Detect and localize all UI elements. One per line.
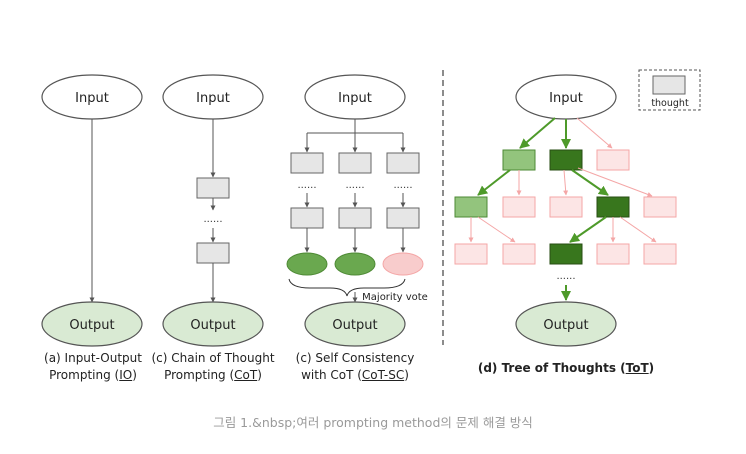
tot-l1-box-a — [502, 149, 536, 171]
cotsc-dots-l: ...... — [297, 180, 316, 191]
cot-output-text: Output — [190, 318, 235, 333]
cot-diagram: Input ...... Output — [162, 74, 264, 347]
io-label-line1: (a) Input-Output — [44, 351, 142, 365]
tot-edge-a-l2a — [477, 169, 511, 196]
cot-label-pre: Prompting ( — [164, 368, 235, 382]
cot-thought-box-2 — [196, 242, 230, 264]
cotsc-label-pre: with CoT ( — [301, 368, 362, 382]
io-output-node — [41, 301, 143, 347]
cot-label-line2: Prompting (CoT) — [148, 367, 278, 384]
cot-output-node — [162, 301, 264, 347]
cotsc-answer-r — [382, 252, 424, 276]
tot-edge-b-l2c — [563, 169, 569, 196]
tot-input-text: Input — [549, 91, 583, 106]
tot-output-node — [515, 301, 617, 347]
cotsc-vote-brace — [288, 278, 406, 297]
tot-label-pre: (d) Tree of Thoughts ( — [477, 361, 626, 375]
cotsc-label-abbr: CoT-SC — [361, 368, 405, 382]
tot-output-text: Output — [543, 318, 588, 333]
cotsc-output-node — [304, 301, 406, 347]
tot-l3-box-e — [643, 243, 677, 265]
tot-l2-box-e — [643, 196, 677, 218]
cot-label-post: ) — [257, 368, 262, 382]
tot-label: (d) Tree of Thoughts (ToT) — [476, 360, 656, 377]
figure-caption: 그림 1.&nbsp;여러 prompting method의 문제 해결 방식 — [213, 415, 533, 430]
cotsc-label-line2: with CoT (CoT-SC) — [290, 367, 420, 384]
io-label: (a) Input-Output Prompting (IO) — [34, 350, 152, 384]
cot-input-text: Input — [196, 91, 230, 106]
cotsc-label: (c) Self Consistency with CoT (CoT-SC) — [290, 350, 420, 384]
cotsc-box-r1 — [386, 152, 420, 174]
tot-label-post: ) — [648, 361, 655, 375]
cotsc-answer-m — [334, 252, 376, 276]
io-label-abbr: IO — [119, 368, 133, 382]
tot-l3-box-b — [502, 243, 536, 265]
cotsc-output-text: Output — [332, 318, 377, 333]
tot-l3-box-d — [596, 243, 630, 265]
legend: thought — [638, 69, 701, 111]
tot-label-abbr: ToT — [625, 361, 649, 375]
tot-l2-box-c — [549, 196, 583, 218]
cot-label-abbr: CoT — [234, 368, 258, 382]
cotsc-box-m2 — [338, 207, 372, 229]
tot-edge-b-l2d — [571, 169, 609, 196]
cot-label-line1: (c) Chain of Thought — [151, 351, 275, 365]
legend-frame — [638, 69, 701, 111]
io-input-text: Input — [75, 91, 109, 106]
tot-l3-box-c — [549, 243, 583, 265]
io-diagram: Input Output — [41, 74, 143, 347]
cotsc-diagram: Input ...... ...... ...... Majority vote… — [286, 74, 428, 347]
cotsc-answer-l — [286, 252, 328, 276]
cot-dots: ...... — [203, 214, 222, 225]
cotsc-label-line1: (c) Self Consistency — [295, 351, 415, 365]
majority-vote-label: Majority vote — [362, 292, 428, 303]
tot-l2-box-b — [502, 196, 536, 218]
tot-edge-l2d-l3c — [569, 216, 607, 243]
tot-edge-in-l1a — [519, 117, 556, 149]
legend-thought-label: thought — [651, 98, 689, 109]
io-label-post: ) — [132, 368, 137, 382]
legend-thought-box — [652, 75, 686, 95]
cotsc-box-r2 — [386, 207, 420, 229]
tot-edge-b-l2e — [577, 167, 653, 197]
io-output-text: Output — [69, 318, 114, 333]
cotsc-input-text: Input — [338, 91, 372, 106]
cotsc-dots-m: ...... — [345, 180, 364, 191]
cotsc-box-l1 — [290, 152, 324, 174]
cotsc-box-m1 — [338, 152, 372, 174]
cotsc-box-l2 — [290, 207, 324, 229]
cotsc-label-post: ) — [404, 368, 409, 382]
io-label-pre: Prompting ( — [49, 368, 120, 382]
tot-l2-box-d — [596, 196, 630, 218]
tot-l1-box-b — [549, 149, 583, 171]
tot-l3-box-a — [454, 243, 488, 265]
tot-l2-box-a — [454, 196, 488, 218]
tot-edge-in-l1c — [576, 117, 613, 149]
tot-dots: ...... — [556, 271, 575, 282]
cot-thought-box-1 — [196, 177, 230, 199]
cot-label: (c) Chain of Thought Prompting (CoT) — [148, 350, 278, 384]
tot-l1-box-c — [596, 149, 630, 171]
io-label-line2: Prompting (IO) — [34, 367, 152, 384]
tot-edge-l2d-l3e — [619, 216, 657, 243]
tot-diagram: Input ...... — [454, 74, 677, 347]
cotsc-dots-r: ...... — [393, 180, 412, 191]
tot-edge-l2a-l3b — [477, 216, 516, 243]
